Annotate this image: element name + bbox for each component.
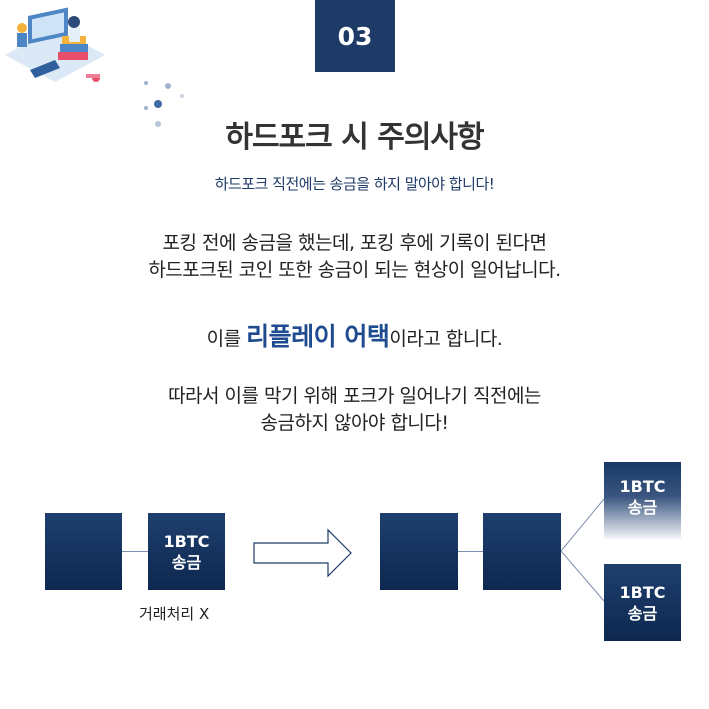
definition-prefix: 이를 <box>206 328 247 350</box>
transfer-amount: 1BTC <box>163 531 210 551</box>
transaction-caption: 거래처리 X <box>139 605 210 623</box>
conclusion-line-1: 따라서 이를 막기 위해 포크가 일어나기 직전에는 <box>168 385 541 407</box>
chain-block-3 <box>483 513 561 590</box>
study-illustration <box>5 7 105 82</box>
replay-attack-term: 리플레이 어택 <box>246 322 390 351</box>
forked-transfer-block-top: 1BTC 송금 <box>604 462 681 539</box>
fork-branch-lines <box>561 498 605 602</box>
page-title: 하드포크 시 주의사항 <box>225 120 484 155</box>
forked-transfer-block-bottom: 1BTC 송금 <box>604 564 681 641</box>
step-number: 03 <box>337 21 373 51</box>
step-number-badge: 03 <box>315 0 395 72</box>
conclusion-line-2: 송금하지 않아야 합니다! <box>260 412 450 434</box>
intro-paragraph: 포킹 전에 송금을 했는데, 포킹 후에 기록이 된다면 하드포크된 코인 또한… <box>0 230 709 284</box>
transfer-label: 송금 <box>171 552 202 572</box>
definition-paragraph: 이를 리플레이 어택이라고 합니다. <box>0 323 709 353</box>
forked-top-label: 송금 <box>627 498 658 517</box>
conclusion-paragraph: 따라서 이를 막기 위해 포크가 일어나기 직전에는 송금하지 않아야 합니다! <box>0 383 709 437</box>
forked-top-amount: 1BTC <box>619 477 666 496</box>
forked-bottom-label: 송금 <box>627 603 658 623</box>
chain-connector-1 <box>122 551 148 552</box>
decorative-dots <box>144 81 184 127</box>
chain-connector-2 <box>458 551 483 552</box>
forked-bottom-amount: 1BTC <box>619 582 666 602</box>
chain-block-1 <box>45 513 122 590</box>
right-arrow-icon <box>253 528 352 578</box>
intro-line-1: 포킹 전에 송금을 했는데, 포킹 후에 기록이 된다면 <box>162 232 547 254</box>
transfer-block: 1BTC 송금 <box>148 513 225 590</box>
chain-block-2 <box>380 513 458 590</box>
intro-line-2: 하드포크된 코인 또한 송금이 되는 현상이 일어납니다. <box>148 259 561 281</box>
page-subtitle: 하드포크 직전에는 송금을 하지 말아야 합니다! <box>214 175 495 193</box>
definition-suffix: 이라고 합니다. <box>389 328 503 350</box>
